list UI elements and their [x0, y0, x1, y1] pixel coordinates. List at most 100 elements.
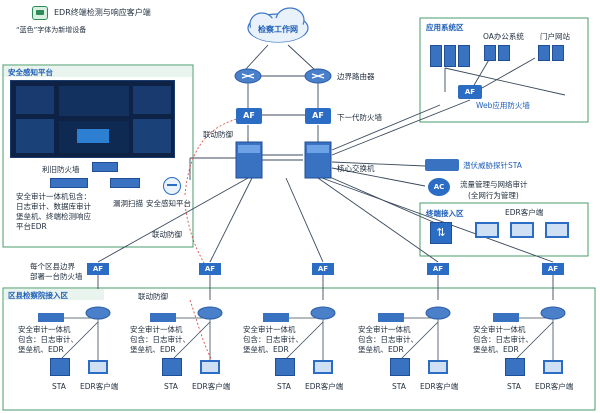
server-icon — [498, 45, 510, 61]
county-zone-title: 区县检察院接入区 — [8, 291, 68, 300]
sta-label: 潜伏威胁探针STA — [463, 161, 522, 170]
county-audit-line-3: 堡垒机、EDR — [243, 345, 289, 354]
county-audit-icon — [38, 313, 64, 322]
county-edr-label: EDR客户端 — [192, 382, 231, 391]
county-audit-line-1: 安全审计一体机 — [473, 325, 526, 334]
county-zone-title-bar — [4, 289, 104, 300]
county-sta-label: STA — [52, 382, 66, 391]
county-edr-pc-icon — [428, 360, 448, 374]
county-audit-line-2: 包含：日志审计、 — [130, 335, 190, 344]
county-edr-pc-icon — [200, 360, 220, 374]
audit-line-1: 安全审计一体机包含： — [16, 192, 91, 201]
af-firewall-icon: AF — [236, 108, 262, 124]
linkage-arrow-top — [184, 117, 241, 196]
core-switch-label: 核心交换机 — [337, 164, 375, 173]
county-sta-icon — [275, 358, 295, 376]
waf-label: Web应用防火墙 — [476, 101, 530, 110]
county-note-line-1: 每个区县边界 — [30, 262, 75, 271]
county-edr-label: EDR客户端 — [80, 382, 119, 391]
portal-label: 门户网站 — [540, 32, 570, 41]
county-edr-pc-icon — [543, 360, 563, 374]
edr-legend-icon — [32, 6, 48, 20]
app-zone-title: 应用系统区 — [426, 23, 464, 32]
ac-device-icon: AC — [428, 178, 450, 196]
flow-mgmt-label-2: (全网行为管理) — [468, 191, 519, 200]
county-sta-label: STA — [277, 382, 291, 391]
county-audit-line-3: 堡垒机、EDR — [18, 345, 64, 354]
county-audit-icon — [378, 313, 404, 322]
server-icon — [430, 45, 442, 67]
county-sta-icon — [390, 358, 410, 376]
linkage-defense-label-2: 联动防御 — [152, 230, 182, 239]
cloud-shape — [247, 7, 309, 43]
linkage-arrow-county — [184, 204, 206, 266]
county-edr-label: EDR客户端 — [535, 382, 574, 391]
linkage-defense-label-1: 联动防御 — [203, 130, 233, 139]
county-sta-icon — [50, 358, 70, 376]
county-af-icon: AF — [199, 263, 221, 275]
vuln-scan-label: 漏洞扫描 — [113, 199, 143, 208]
county-audit-line-3: 堡垒机、EDR — [358, 345, 404, 354]
af-firewall-icon: AF — [305, 108, 331, 124]
county-edr-label: EDR客户端 — [420, 382, 459, 391]
county-audit-line-2: 包含：日志审计、 — [358, 335, 418, 344]
app-zone-frame — [419, 17, 589, 123]
county-audit-line-1: 安全审计一体机 — [18, 325, 71, 334]
server-icon — [484, 45, 496, 61]
pc-icon — [545, 222, 569, 238]
county-audit-icon — [263, 313, 289, 322]
server-icon — [538, 45, 550, 61]
county-sta-icon — [505, 358, 525, 376]
terminal-zone-title: 终端接入区 — [426, 209, 464, 218]
county-edr-label: EDR客户端 — [305, 382, 344, 391]
cloud-label: 检察工作网 — [258, 25, 298, 34]
security-zone-title: 安全感知平台 — [8, 68, 53, 77]
county-af-icon: AF — [312, 263, 334, 275]
vuln-scan-icon — [110, 178, 140, 188]
server-icon — [552, 45, 564, 61]
audit-line-3: 堡垒机、终端检测响应 — [16, 212, 91, 221]
next-gen-firewall-label: 下一代防火墙 — [337, 113, 382, 122]
county-audit-line-3: 堡垒机、EDR — [130, 345, 176, 354]
server-icon — [458, 45, 470, 67]
router-icon — [304, 68, 332, 84]
pc-icon — [475, 222, 499, 238]
border-router-label: 边界路由器 — [337, 72, 375, 81]
county-af-icon: AF — [542, 263, 564, 275]
county-af-icon: AF — [427, 263, 449, 275]
county-audit-line-2: 包含：日志审计、 — [243, 335, 303, 344]
audit-line-2: 日志审计、数据库审计 — [16, 202, 91, 211]
terminal-switch-icon: ⇅ — [430, 222, 452, 244]
county-audit-line-2: 包含：日志审计、 — [473, 335, 533, 344]
core-switch-icon — [235, 141, 332, 179]
security-zone-frame — [2, 64, 194, 248]
county-sta-label: STA — [164, 382, 178, 391]
county-audit-icon — [150, 313, 176, 322]
old-firewall-label: 利旧防火墙 — [42, 165, 80, 174]
county-audit-line-3: 堡垒机、EDR — [473, 345, 519, 354]
county-sta-icon — [162, 358, 182, 376]
oa-label: OA办公系统 — [483, 32, 524, 41]
county-audit-line-1: 安全审计一体机 — [243, 325, 296, 334]
terminal-zone-frame — [419, 202, 589, 257]
county-edr-pc-icon — [88, 360, 108, 374]
dashboard-screen — [10, 80, 175, 158]
router-icon — [234, 68, 262, 84]
sip-label: 安全感知平台 — [146, 199, 191, 208]
county-audit-line-1: 安全审计一体机 — [358, 325, 411, 334]
county-sta-label: STA — [392, 382, 406, 391]
audit-line-4: 平台EDR — [16, 222, 47, 231]
legend-blue-note: “蓝色”字体为新增设备 — [16, 26, 87, 34]
county-audit-icon — [493, 313, 519, 322]
county-audit-line-2: 包含：日志审计、 — [18, 335, 78, 344]
pc-icon — [510, 222, 534, 238]
county-zone-frame — [2, 287, 596, 411]
linkage-defense-label-3: 联动防御 — [138, 292, 168, 301]
county-note-line-2: 部署一台防火墙 — [30, 272, 83, 281]
audit-appliance-icon — [50, 178, 88, 188]
county-af-icon: AF — [87, 263, 109, 275]
legend-edr-title: EDR终端检测与响应客户端 — [54, 8, 151, 17]
sta-probe-icon — [425, 159, 459, 171]
old-firewall-icon — [92, 162, 118, 172]
flow-mgmt-label-1: 流量管理与网络审计 — [460, 180, 528, 189]
